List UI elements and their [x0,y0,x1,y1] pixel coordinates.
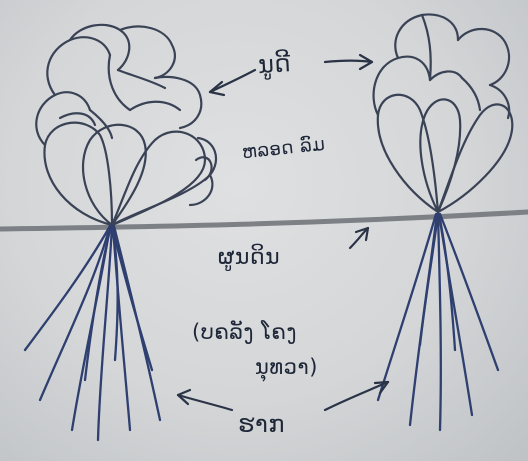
right-plant-roots [378,214,498,430]
arrow-top-right [325,61,372,63]
label-bracket-line2: ນຸທວາ) [255,355,318,379]
ground-line [0,212,528,229]
right-plant-crown [374,14,513,212]
left-plant-crown [36,25,216,225]
arrow-top-left [210,70,255,92]
label-surface: ຜູນດິນ [218,245,280,270]
label-bottom: ຮາກ [238,410,285,438]
label-bracket-line1: (ບຄລັງ ໂຄງ [192,320,297,344]
label-top: ນູດີ [257,49,291,79]
left-plant-roots [25,226,160,440]
